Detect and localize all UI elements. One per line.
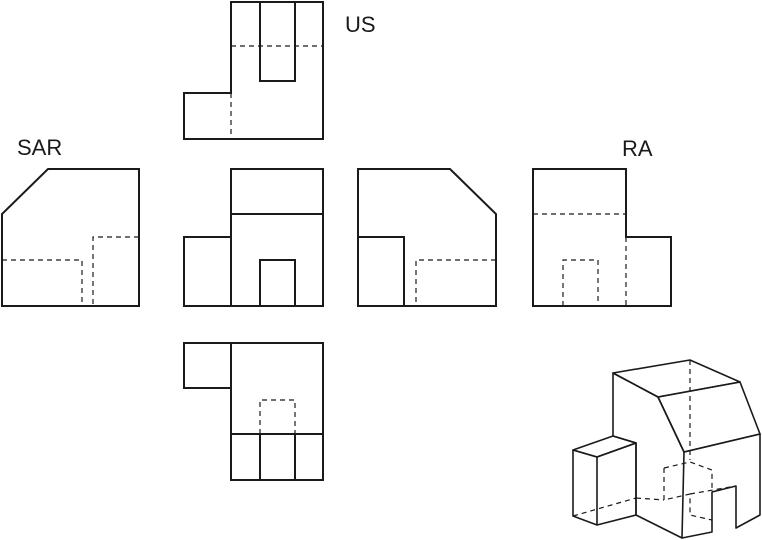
iso-left-face (612, 372, 685, 539)
iso-block-left (572, 449, 598, 526)
right-view-hidden-slot (562, 259, 599, 306)
front-view-outline (183, 168, 324, 307)
bottom-view-hidden-slot (259, 399, 296, 434)
left-view-hidden-line (2, 259, 83, 306)
left-side-view (1, 168, 140, 307)
rear-view (357, 168, 497, 307)
iso-chamfer-face (657, 381, 761, 453)
left-view-outline (1, 168, 140, 307)
bottom-view-slot-edge (259, 433, 296, 481)
iso-hidden-line (689, 485, 737, 495)
iso-hidden-line (663, 461, 713, 492)
iso-block-front (596, 442, 637, 526)
right-view-outline (532, 168, 672, 307)
front-view (183, 168, 324, 307)
top-view-outline (183, 1, 324, 140)
right-side-view (532, 168, 672, 307)
iso-hidden-line (663, 468, 713, 521)
left-view-hidden-line (92, 236, 139, 306)
iso-top-face (612, 359, 741, 398)
label-left-view: SAR (17, 135, 62, 160)
label-top-view: US (345, 12, 376, 37)
rear-view-hidden-line (415, 259, 496, 306)
bottom-view (183, 342, 324, 481)
label-right-view: RA (622, 136, 653, 161)
front-view-slot (259, 259, 296, 307)
top-view (183, 1, 324, 140)
bottom-view-outline (183, 342, 324, 481)
top-view-slot (259, 1, 296, 82)
iso-hidden-line (572, 497, 637, 517)
iso-front-face (681, 433, 761, 539)
isometric-view (572, 359, 761, 539)
rear-view-edge (357, 236, 405, 307)
iso-hidden-line (635, 497, 665, 501)
